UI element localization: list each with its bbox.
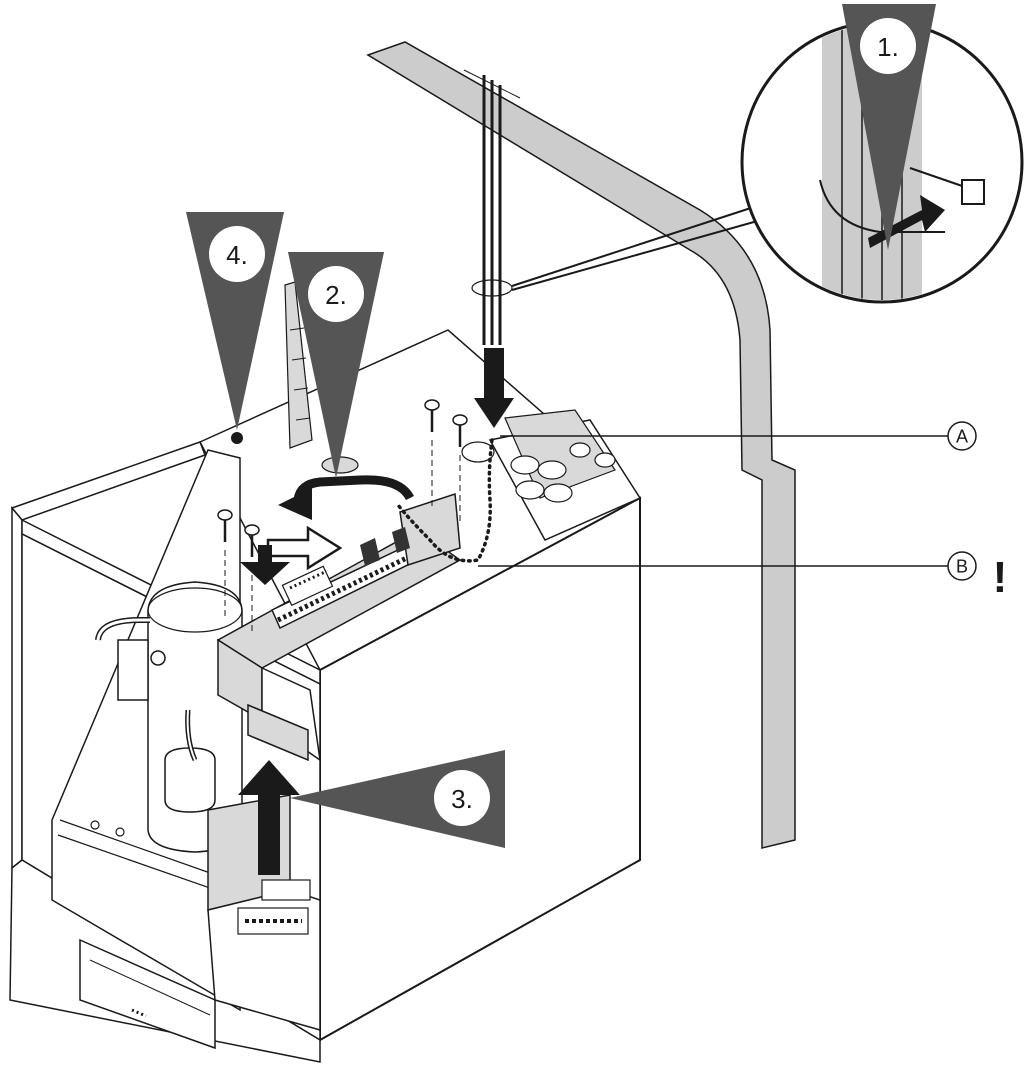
callout-b: B ! — [478, 551, 1008, 602]
screw-icon — [424, 399, 440, 510]
screw-icon — [244, 524, 260, 635]
step-label: 4. — [226, 240, 248, 270]
curved-arrow-left-icon — [278, 475, 415, 520]
relay-block — [488, 409, 642, 541]
step-marker-2: 2. — [288, 252, 384, 478]
callout-label: B — [956, 557, 968, 577]
motion-arrows — [238, 348, 514, 875]
pipe-stub — [231, 281, 359, 474]
arrow-down-outline-icon — [240, 545, 290, 585]
callout-label: A — [956, 427, 968, 447]
internal-components — [51, 449, 243, 1012]
step-label: 2. — [325, 280, 347, 310]
callout-a: A — [500, 421, 977, 451]
control-panel — [216, 492, 462, 762]
step-label: 3. — [451, 784, 473, 814]
cable-route-b — [396, 438, 495, 563]
warning-mark: ! — [993, 553, 1008, 602]
cable-bundle — [463, 69, 769, 345]
screws — [217, 399, 468, 635]
step-marker-1: 1. — [842, 4, 936, 250]
screw-icon — [452, 414, 468, 525]
wall-duct — [366, 41, 796, 849]
step-marker-4: 4. — [186, 212, 284, 430]
screw-icon — [217, 509, 233, 620]
arrow-right-outline-icon — [266, 525, 343, 571]
arrow-up-icon — [238, 760, 300, 875]
step-marker-3: 3. — [290, 750, 505, 848]
step-label: 1. — [877, 32, 899, 62]
arrow-down-icon — [474, 348, 514, 428]
